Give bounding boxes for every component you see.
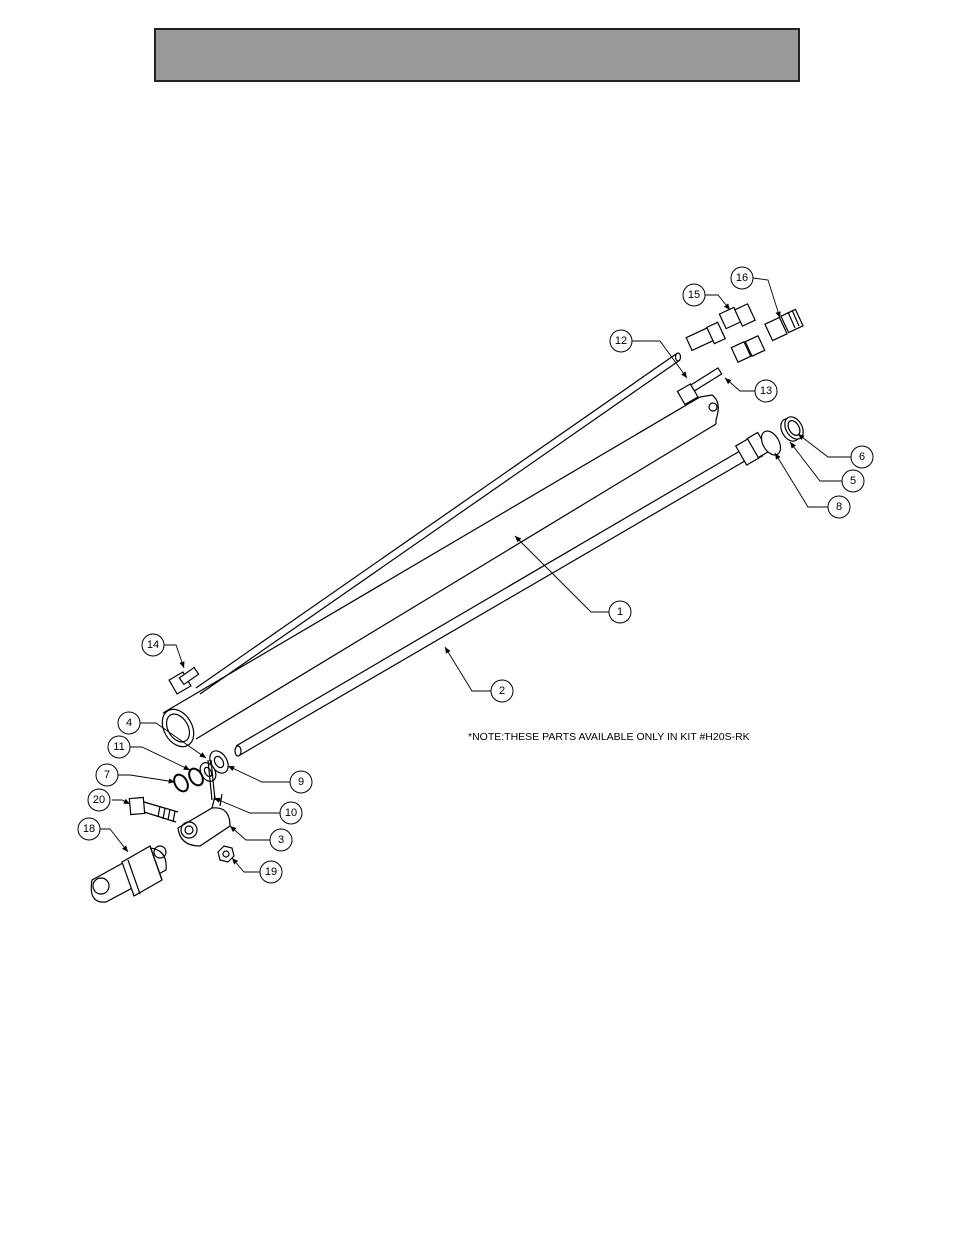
callout-8: 8 — [836, 501, 842, 513]
fitting-adapter-mid — [730, 334, 766, 364]
fitting-adapter-upper — [718, 303, 756, 330]
callout-9: 9 — [298, 776, 304, 788]
callout-2: 2 — [499, 685, 505, 697]
callout-3: 3 — [278, 834, 284, 846]
callout-10: 10 — [285, 807, 297, 819]
cylinder-barrel — [161, 394, 719, 748]
callout-5: 5 — [850, 475, 856, 487]
callout-14: 14 — [147, 639, 159, 651]
hydraulic-tube — [195, 352, 682, 695]
fitting-adapter-left — [685, 321, 727, 352]
leader-lines — [99, 277, 852, 873]
callout-1: 1 — [617, 606, 623, 618]
kit-note: *NOTE:THESE PARTS AVAILABLE ONLY IN KIT … — [468, 731, 750, 743]
header-bar — [154, 28, 800, 82]
callout-6: 6 — [859, 451, 865, 463]
o-ring-small — [173, 773, 189, 793]
callout-12: 12 — [615, 335, 627, 347]
bolt — [128, 796, 179, 823]
piston-rod — [234, 431, 770, 757]
callout-7: 7 — [104, 769, 110, 781]
callout-13: 13 — [760, 385, 772, 397]
quick-coupler — [764, 308, 804, 342]
wiper-seal — [780, 416, 804, 442]
callout-15: 15 — [688, 289, 700, 301]
base-mount — [90, 845, 167, 903]
port-fitting-rear — [168, 666, 200, 695]
o-ring-large — [188, 767, 204, 787]
callout-20: 20 — [93, 794, 105, 806]
callout-16: 16 — [736, 272, 748, 284]
lock-nut — [217, 845, 235, 863]
port-fitting-front — [676, 367, 723, 406]
callout-circles — [77, 266, 874, 884]
callout-19: 19 — [265, 866, 277, 878]
callout-11: 11 — [113, 741, 124, 753]
cotter-pin — [207, 759, 216, 801]
callout-18: 18 — [83, 823, 95, 835]
callout-4: 4 — [126, 717, 132, 729]
